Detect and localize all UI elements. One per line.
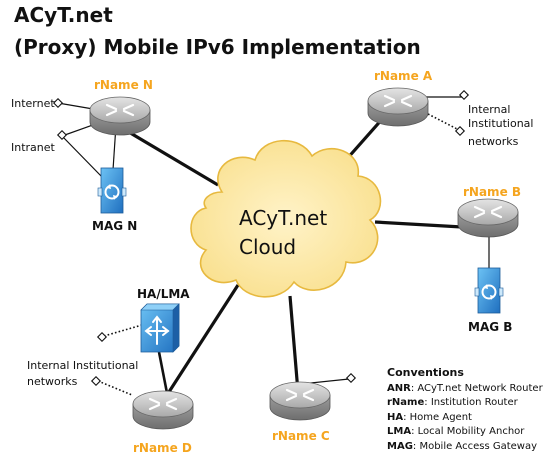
legend-desc: : ACyT.net Network Router [410,382,543,394]
dotted-d-network [97,380,133,396]
legend-abbr: MAG [387,440,413,452]
router-c-icon[interactable] [268,380,332,422]
router-b-icon[interactable] [456,197,520,239]
dotted-a-internal [427,113,460,131]
legend-abbr: rName [387,397,425,408]
legend-item: HA: Home Agent [387,411,543,426]
router-c-label: rName C [272,429,330,443]
mag-n-label: MAG N [92,219,138,233]
legend-desc: : Institution Router [424,397,518,408]
intranet-label: Intranet [11,141,55,154]
legend-abbr: LMA [387,426,412,437]
link-n-cloud [121,126,219,187]
router-a-label: rName A [374,69,433,83]
legend-abbr: HA [387,411,404,423]
cloud-icon [190,139,382,298]
router-a-icon[interactable] [366,86,430,128]
ha-lma-icon[interactable] [140,303,180,353]
mag-n-icon[interactable] [97,167,127,214]
internet-label: Internet [11,97,55,110]
network-d-label-line1: Internal Institutional [27,359,139,372]
network-d-label-line2: networks [27,375,78,388]
dotted-ha-network [103,324,143,337]
link-ha-router-d [157,351,169,394]
ha-lma-label: HA/LMA [137,287,190,301]
link-intranet-mag [61,135,104,179]
page-title: ACyT.net [14,3,113,27]
mag-b-label: MAG B [468,320,513,334]
link-c-cloud [288,295,300,393]
link-b-cloud [374,220,463,229]
conventions-title: Conventions [387,366,464,379]
link-d-cloud [165,284,240,396]
page-subtitle: (Proxy) Mobile IPv6 Implementation [14,35,421,59]
legend-desc: : Local Mobility Anchor [411,426,525,437]
legend-abbr: ANR [387,382,411,394]
legend-desc: : Mobile Access Gateway [412,440,538,452]
legend-item: LMA: Local Mobility Anchor [387,425,543,440]
dotted-links [97,113,460,396]
router-d-icon[interactable] [131,389,195,431]
intranet-endpoint-icon [56,129,68,141]
router-n-label: rName N [94,78,153,92]
router-n-icon[interactable] [88,95,152,137]
network-a-endpoint-icon [458,89,470,101]
cloud-label-line1: ACyT.net [239,206,328,230]
cloud-links [121,115,463,396]
internet-endpoint-icon [52,97,64,109]
legend-item: ANR: ACyT.net Network Router [387,382,543,397]
network-d-endpoint-icon [90,375,102,387]
network-a-label-line1: Internal [468,103,511,116]
legend-desc: : Home Agent [403,411,472,423]
conventions-legend: Conventions ANR: ACyT.net Network Router… [387,366,543,454]
legend-item: rName: Institution Router [387,396,543,411]
router-b-label: rName B [463,185,522,199]
network-endpoints [52,89,470,387]
network-c-endpoint-icon [345,372,357,384]
mag-b-icon[interactable] [474,267,504,314]
network-a-label-line3: networks [468,135,519,148]
network-a-label-line2: Institutional [468,117,534,130]
router-d-label: rName D [133,441,192,455]
network-a-dotted-endpoint-icon [454,125,466,137]
cloud-label-line2: Cloud [239,235,297,259]
network-ha-endpoint-icon [96,331,108,343]
legend-item: MAG: Mobile Access Gateway [387,440,543,455]
